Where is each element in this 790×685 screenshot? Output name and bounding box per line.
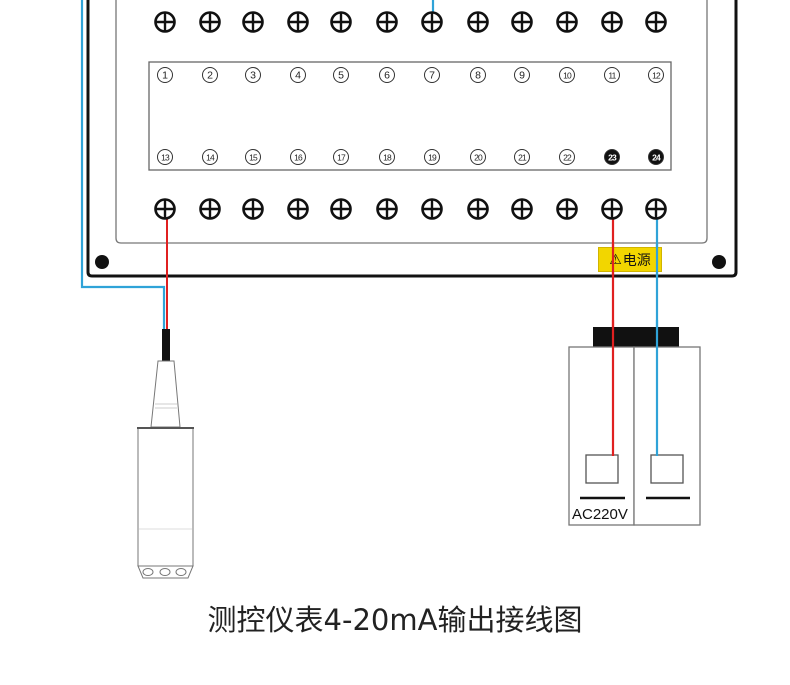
svg-text:6: 6 [384,70,390,82]
terminal-label-6: 6 [379,67,395,83]
power-label-text: 电源 [622,252,651,269]
terminal-screw-1 [154,11,176,33]
svg-text:24: 24 [652,153,661,163]
svg-text:11: 11 [608,71,616,81]
terminal-screw-21 [511,198,533,220]
terminal-screw-16 [287,198,309,220]
terminal-label-22: 22 [559,149,575,165]
power-warning-label: ⚠ 电源 [598,247,662,272]
svg-text:4: 4 [295,70,301,82]
pressure-sensor [137,329,194,579]
terminal-screw-11 [601,11,623,33]
terminal-label-20: 20 [470,149,486,165]
svg-text:18: 18 [383,153,392,163]
breaker-left-terminal [585,454,619,484]
terminal-screw-5 [330,11,352,33]
svg-text:20: 20 [474,153,483,163]
panel-outer-border [86,0,738,278]
svg-text:12: 12 [652,71,661,81]
terminal-screw-2 [199,11,221,33]
terminal-label-7: 7 [424,67,440,83]
svg-text:8: 8 [475,70,481,82]
terminal-screw-18 [376,198,398,220]
circuit-breaker [568,327,701,526]
terminal-screw-14 [199,198,221,220]
terminal-label-1: 1 [157,67,173,83]
terminal-label-15: 15 [245,149,261,165]
terminal-screw-23 [601,198,623,220]
svg-text:16: 16 [294,153,303,163]
svg-text:22: 22 [563,153,572,163]
terminal-screw-7 [421,11,443,33]
terminal-screw-10 [556,11,578,33]
terminal-label-14: 14 [202,149,218,165]
svg-text:23: 23 [608,153,617,163]
sensor-cable-sleeve [162,329,170,361]
terminal-screw-24 [645,198,667,220]
svg-text:10: 10 [563,71,572,81]
breaker-voltage-label: AC220V [572,506,628,523]
terminal-screw-4 [287,11,309,33]
svg-text:21: 21 [518,153,527,163]
sensor-tip [137,565,194,579]
terminal-screw-3 [242,11,264,33]
breaker-top-cap [593,327,679,348]
terminal-label-5: 5 [333,67,349,83]
svg-text:1: 1 [162,70,168,82]
terminal-screw-6 [376,11,398,33]
terminal-label-3: 3 [245,67,261,83]
diagram-title: 测控仪表4-20mA输出接线图 [207,603,583,637]
svg-text:7: 7 [429,70,435,82]
svg-text:3: 3 [250,70,256,82]
breaker-left-pole [568,346,635,526]
warning-triangle-icon: ⚠ [609,251,622,268]
sensor-taper [150,360,181,428]
terminal-label-13: 13 [157,149,173,165]
terminal-label-9: 9 [514,67,530,83]
terminal-screw-8 [467,11,489,33]
terminal-label-16: 16 [290,149,306,165]
breaker-right-terminal [650,454,684,484]
terminal-label-8: 8 [470,67,486,83]
terminal-label-21: 21 [514,149,530,165]
terminal-screw-13 [154,198,176,220]
terminal-screw-15 [242,198,264,220]
terminal-label-strip [148,61,672,171]
mounting-hole-right [712,255,726,269]
terminal-screw-19 [421,198,443,220]
terminal-label-4: 4 [290,67,306,83]
svg-text:15: 15 [249,153,258,163]
svg-text:9: 9 [519,70,525,82]
svg-text:5: 5 [338,70,344,82]
terminal-label-12: 12 [648,67,664,83]
terminal-label-10: 10 [559,67,575,83]
terminal-label-17: 17 [333,149,349,165]
terminal-label-23: 23 [604,149,620,165]
svg-text:14: 14 [206,153,215,163]
sensor-body [137,427,194,567]
terminal-screw-17 [330,198,352,220]
terminal-label-19: 19 [424,149,440,165]
terminal-screw-22 [556,198,578,220]
svg-text:13: 13 [161,153,170,163]
panel-inner-border [115,0,708,244]
terminal-label-18: 18 [379,149,395,165]
terminal-screw-9 [511,11,533,33]
breaker-right-pole [633,346,701,526]
terminal-label-24: 24 [648,149,664,165]
terminal-screw-12 [645,11,667,33]
terminal-screw-20 [467,198,489,220]
svg-text:17: 17 [337,153,346,163]
svg-text:2: 2 [207,70,213,82]
terminal-label-2: 2 [202,67,218,83]
mounting-hole-left [95,255,109,269]
svg-text:19: 19 [428,153,437,163]
terminal-label-11: 11 [604,67,620,83]
